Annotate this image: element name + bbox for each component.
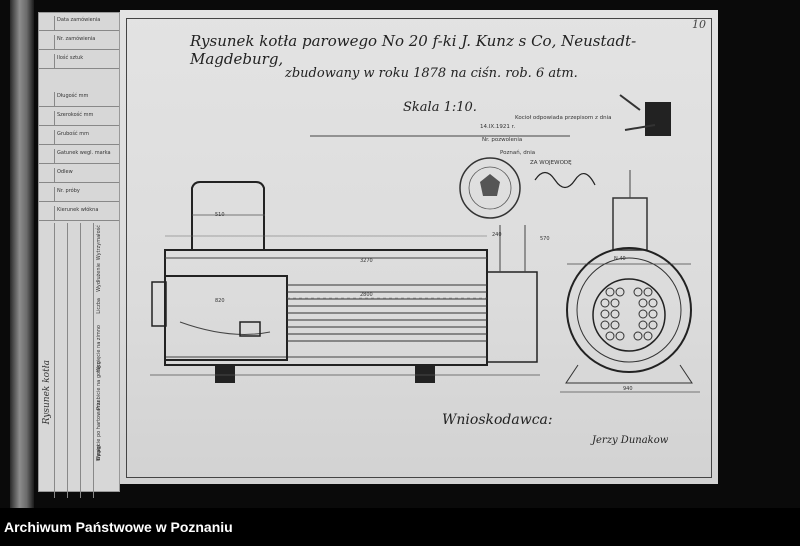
form-row: Grubość mm <box>39 127 119 145</box>
archive-caption: Archiwum Państwowe w Poznaniu <box>4 519 233 535</box>
stamp-line: Poznań, dnia <box>500 150 536 156</box>
form-column-label: Uwagi <box>96 445 102 461</box>
margin-handwriting: Rysunek kotła <box>42 360 52 425</box>
page-number: 10 <box>692 18 706 31</box>
form-column-label: Wytrzymałość <box>96 225 102 261</box>
sheet-border <box>126 18 712 478</box>
boiler-drawing: 510 3270 820 2800 240 570 <box>150 94 700 393</box>
drawing-sheet: 10 Rysunek kotła parowego No 20 f-ki J. … <box>120 10 718 484</box>
form-row: Data zamówienia <box>39 13 119 31</box>
form-row: Nr. zamówienia <box>39 32 119 50</box>
drawing-scale: Skala 1:10. <box>403 100 477 115</box>
applicant-signature: Jerzy Dunakow <box>592 435 669 446</box>
boiler-shell <box>150 225 540 383</box>
applicant-label: Wnioskodawca: <box>442 412 553 428</box>
dim-tube-length: 2800 <box>360 292 373 298</box>
form-field-label: Data zamówienia <box>57 17 101 23</box>
form-field-label: Nr. próby <box>57 188 80 194</box>
stamp-signature-icon <box>534 171 596 189</box>
caption-bar: Archiwum Państwowe w Poznaniu <box>0 508 800 546</box>
form-field-label: Nr. zamówienia <box>57 36 96 42</box>
stamp-line: Kocioł odpowiada przepisom z dnia <box>515 115 612 121</box>
form-row: Długość mm <box>39 89 119 107</box>
form-field-label: Gatunek wegl. marka <box>57 150 111 156</box>
form-row: Kierunek włókna <box>39 203 119 221</box>
dim-section-label: N 40 <box>614 256 626 262</box>
form-field-label: Długość mm <box>57 93 89 99</box>
drawing-title: Rysunek kotła parowego No 20 f-ki J. Kun… <box>190 32 637 68</box>
form-field-label: Grubość mm <box>57 131 90 137</box>
form-row: Odlew <box>39 165 119 183</box>
scan-background: Data zamówienia Nr. zamówienia Ilość szt… <box>10 0 718 508</box>
dim-firebox-length: 820 <box>215 298 225 304</box>
inspection-form-strip: Data zamówienia Nr. zamówienia Ilość szt… <box>38 12 120 498</box>
drawing-subtitle: zbudowany w roku 1878 na ciśn. rob. 6 at… <box>285 66 578 81</box>
form-column-label: Liczba <box>96 298 102 314</box>
form-row: Szerokość mm <box>39 108 119 126</box>
form-field-label: Odlew <box>57 169 73 175</box>
form-column-label: Wydłużenie <box>96 263 102 292</box>
dim-front-diameter: 940 <box>623 386 633 392</box>
form-field-label: Kierunek włókna <box>57 207 99 213</box>
form-row: Ilość sztuk <box>39 51 119 69</box>
form-row: Gatunek wegl. marka <box>39 146 119 164</box>
form-row: Nr. próby <box>39 184 119 202</box>
dim-dome-width: 510 <box>215 212 225 218</box>
dim-stack-height: 240 <box>492 232 502 238</box>
postage-stamp-icon <box>645 102 671 136</box>
stamp-line: Nr. pozwolenia <box>482 137 523 143</box>
stamp-line: 14.IX.1921 r. <box>480 124 516 130</box>
dim-shell-length: 3270 <box>360 258 373 264</box>
steam-dome <box>191 181 265 250</box>
stamp-line: ZA WOJEWODĘ <box>530 160 572 166</box>
boiler-end-view <box>560 170 700 393</box>
form-field-label: Ilość sztuk <box>57 55 84 61</box>
film-edge <box>10 0 34 508</box>
official-seal-icon <box>459 157 521 219</box>
dim-end-width: 570 <box>540 236 550 242</box>
form-field-label: Szerokość mm <box>57 112 94 118</box>
